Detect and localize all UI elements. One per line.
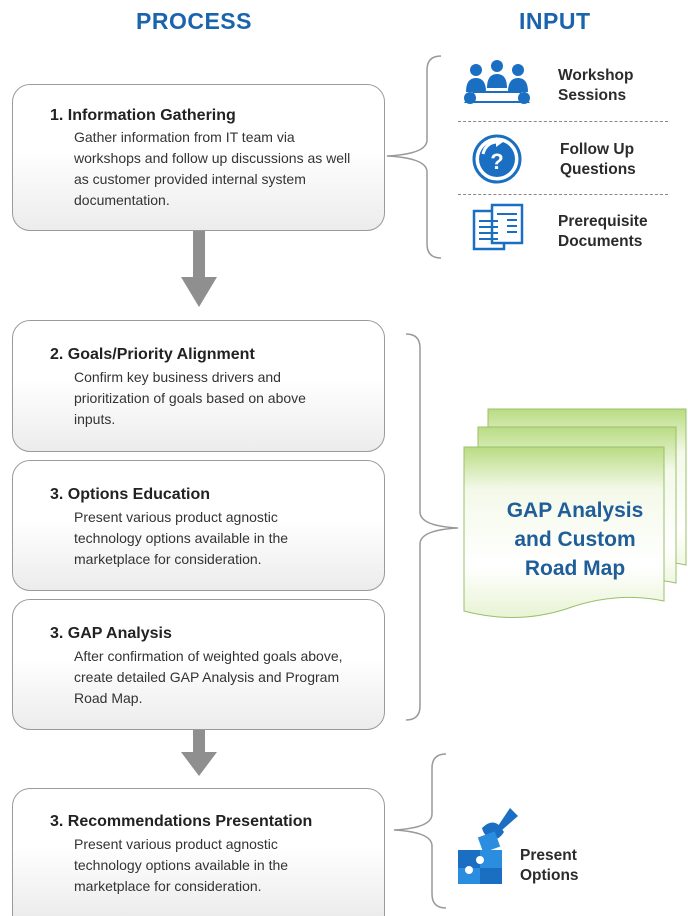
brace-inputs	[386, 55, 442, 259]
label-line: Options	[520, 867, 579, 884]
step-description: Gather information from IT team via work…	[74, 129, 351, 208]
output-line: and Custom	[514, 528, 636, 551]
step-information-gathering: 1. Information Gathering Gather informat…	[12, 84, 385, 231]
svg-text:?: ?	[490, 149, 503, 174]
label-line: Present	[520, 847, 577, 864]
documents-icon	[472, 203, 524, 251]
step-description: Present various product agnostic technol…	[74, 509, 289, 567]
step-gap-analysis: 3. GAP Analysis After confirmation of we…	[12, 599, 385, 730]
process-header: PROCESS	[136, 8, 252, 34]
brace-present	[393, 753, 447, 909]
label-line: Prerequisite	[558, 213, 648, 230]
label-line: Sessions	[558, 87, 627, 104]
label-line: Documents	[558, 233, 643, 250]
step-description: Present various product agnostic technol…	[74, 836, 289, 894]
meeting-icon	[463, 60, 531, 104]
divider	[458, 194, 668, 195]
puzzle-hand-icon	[458, 808, 518, 884]
label-line: Workshop	[558, 67, 634, 84]
step-title: 3. Recommendations Presentation	[50, 813, 313, 830]
brace-output	[405, 333, 459, 721]
step-title: 3. Options Education	[50, 486, 211, 503]
down-arrow-2	[181, 730, 217, 776]
step-title: 2. Goals/Priority Alignment	[50, 346, 255, 363]
label-line: Follow Up	[560, 141, 635, 158]
input-workshop-label: Workshop Sessions	[558, 66, 634, 106]
present-options-label: Present Options	[520, 846, 579, 886]
question-icon: ?	[472, 134, 522, 184]
step-title: 1. Information Gathering	[50, 107, 236, 124]
divider	[458, 121, 668, 122]
step-description: Confirm key business drivers and priorit…	[74, 369, 306, 427]
step-goals-priority-alignment: 2. Goals/Priority Alignment Confirm key …	[12, 320, 385, 452]
down-arrow-1	[181, 231, 217, 307]
label-line: Questions	[560, 161, 636, 178]
step-recommendations-presentation: 3. Recommendations Presentation Present …	[12, 788, 385, 916]
input-header: INPUT	[519, 8, 591, 34]
step-description: After confirmation of weighted goals abo…	[74, 648, 343, 706]
output-title: GAP Analysis and Custom Road Map	[470, 496, 680, 583]
output-line: GAP Analysis	[506, 499, 644, 522]
input-followup-label: Follow Up Questions	[560, 140, 636, 180]
output-line: Road Map	[524, 557, 626, 580]
document-stack-icon	[463, 408, 687, 619]
step-title: 3. GAP Analysis	[50, 625, 172, 642]
input-prereq-label: Prerequisite Documents	[558, 212, 648, 252]
step-options-education: 3. Options Education Present various pro…	[12, 460, 385, 591]
